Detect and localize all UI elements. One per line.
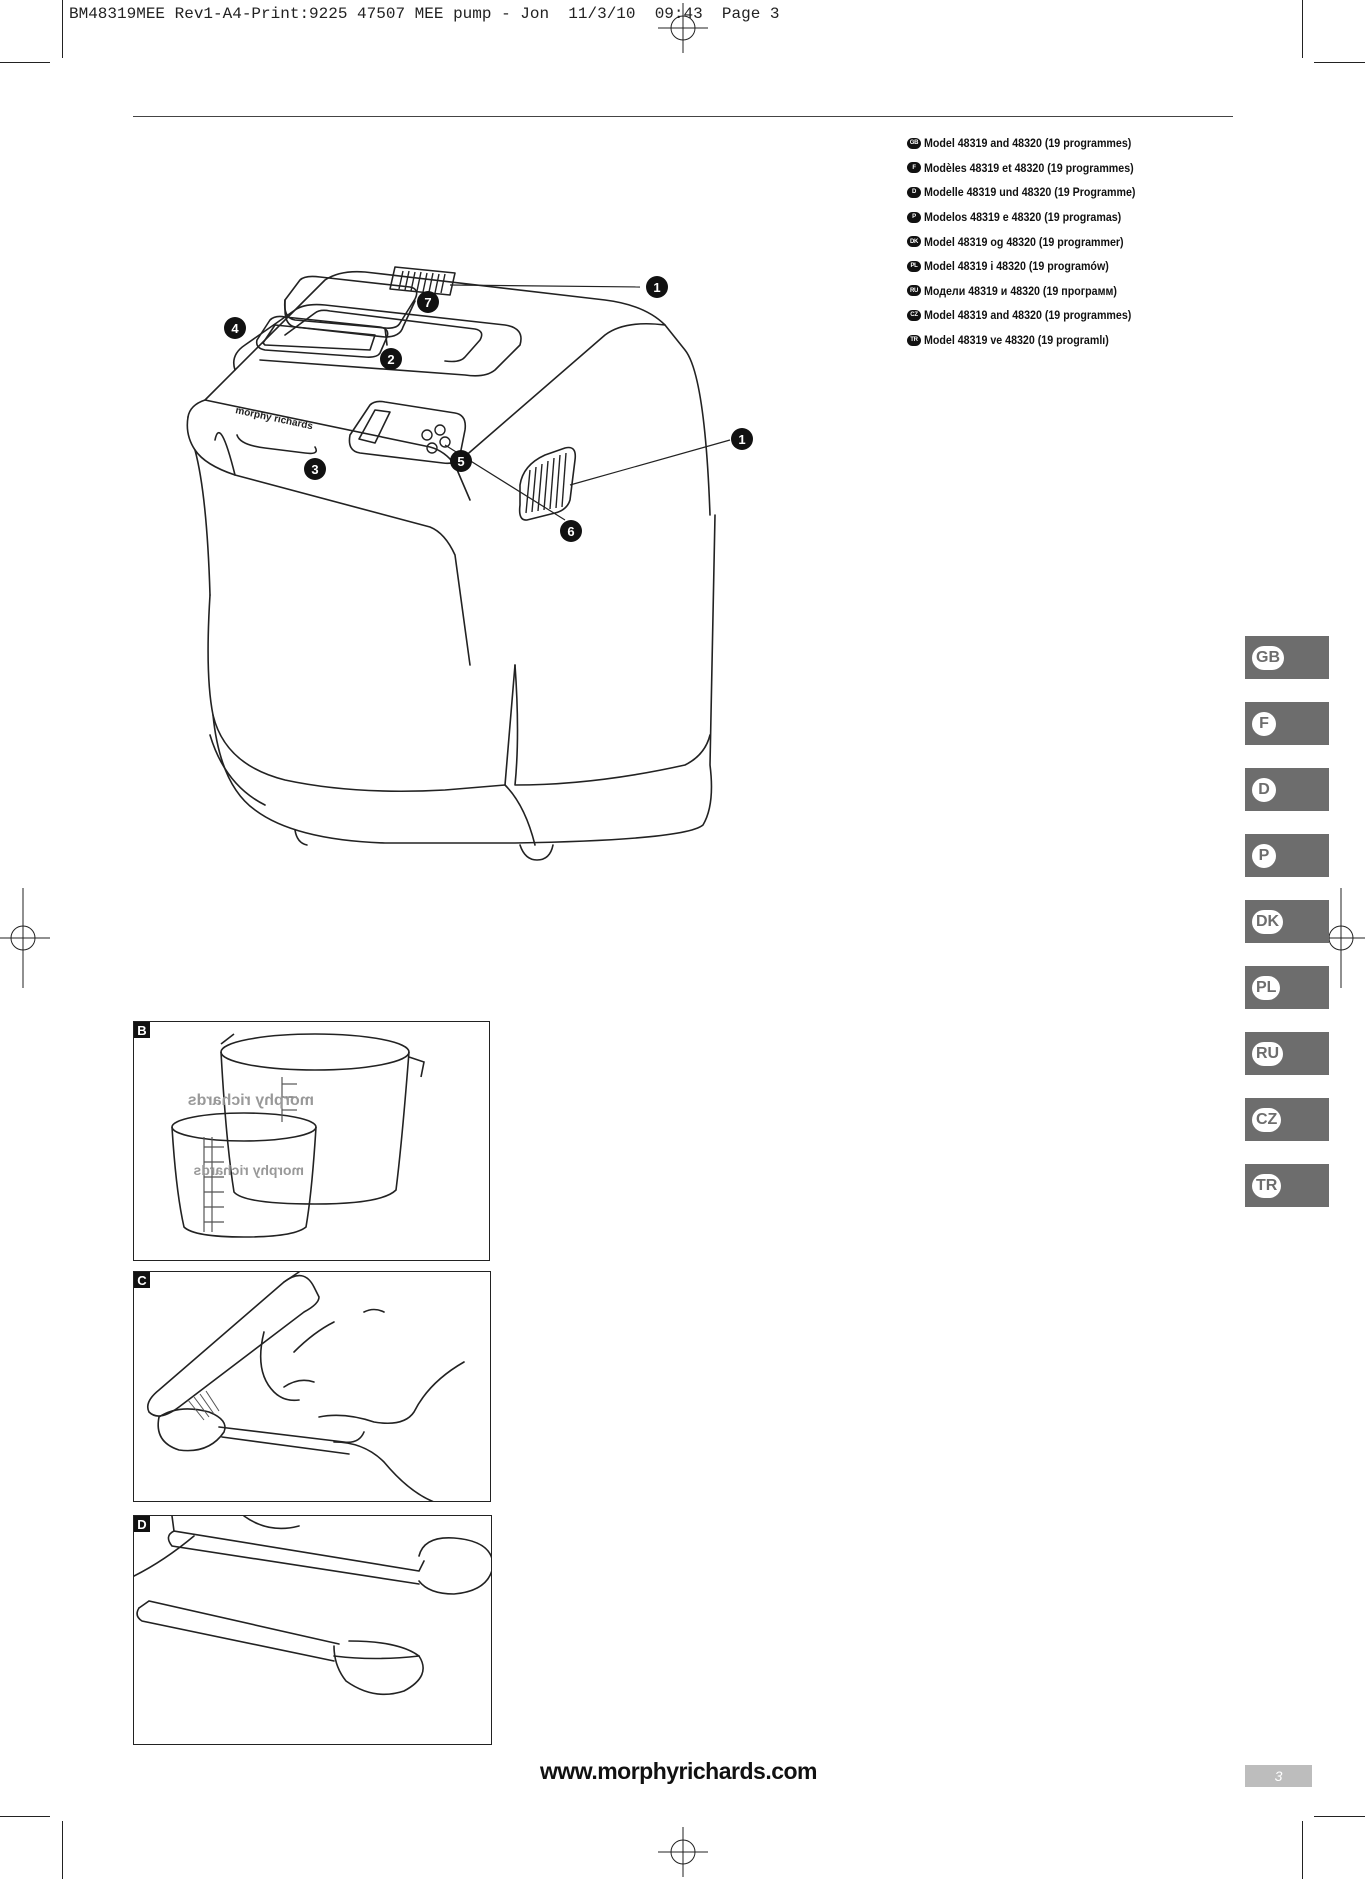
model-text: Model 48319 i 48320 (19 programów)	[924, 259, 1109, 274]
cup-brand-text: morphy richards	[188, 1092, 314, 1109]
cup-brand-text: morphy richards	[193, 1162, 304, 1178]
language-badge: F	[907, 162, 921, 174]
language-badge: D	[907, 186, 921, 198]
levelling-spoon-illustration	[146, 1272, 465, 1501]
callout-marker: 6	[560, 520, 582, 542]
callout-label: 5	[457, 454, 464, 469]
callout-marker: 4	[224, 317, 246, 339]
figure-c: C	[133, 1271, 491, 1502]
language-tab-tr[interactable]: TR	[1245, 1164, 1329, 1207]
callout-marker: 1	[731, 428, 753, 450]
crop-mark	[0, 62, 50, 63]
figure-letter: D	[134, 1516, 150, 1532]
registration-mark	[658, 3, 708, 53]
footer-url[interactable]: www.morphyrichards.com	[540, 1758, 818, 1784]
crop-mark	[62, 0, 63, 58]
language-badge: CZ	[907, 309, 921, 321]
language-tab-label: P	[1252, 843, 1276, 868]
language-tab-label: CZ	[1252, 1107, 1282, 1132]
page-number: 3	[1245, 1765, 1312, 1787]
language-tab-label: PL	[1252, 975, 1281, 1000]
top-rule	[133, 116, 1233, 117]
language-tab-label: D	[1252, 777, 1276, 802]
language-tab-d[interactable]: D	[1245, 768, 1329, 811]
model-row: PL Model 48319 i 48320 (19 programów)	[907, 254, 1247, 279]
language-tab-ru[interactable]: RU	[1245, 1032, 1329, 1075]
callout-marker: 3	[304, 458, 326, 480]
language-tab-cz[interactable]: CZ	[1245, 1098, 1329, 1141]
callout-label: 7	[424, 295, 431, 310]
language-tab-label: GB	[1252, 645, 1284, 670]
crop-mark	[62, 1821, 63, 1879]
figure-letter: C	[134, 1272, 150, 1288]
language-badge: PL	[907, 260, 921, 272]
breadmaker-illustration: morphy richards 1 7 4 2 1 5 3 6	[186, 266, 753, 861]
figure-d: D	[133, 1515, 492, 1745]
model-text: Model 48319 and 48320 (19 programmes)	[924, 308, 1132, 323]
registration-mark	[0, 888, 50, 988]
model-row: RU Модели 48319 и 48320 (19 программ)	[907, 279, 1247, 304]
measuring-spoons-illustration	[134, 1516, 491, 1696]
callout-label: 1	[653, 280, 660, 295]
model-text: Model 48319 ve 48320 (19 programlı)	[924, 333, 1109, 348]
model-text: Modèles 48319 et 48320 (19 programmes)	[924, 160, 1134, 175]
language-tab-dk[interactable]: DK	[1245, 900, 1329, 943]
language-tab-p[interactable]: P	[1245, 834, 1329, 877]
model-row: GB Model 48319 and 48320 (19 programmes)	[907, 131, 1247, 156]
model-row: P Modelos 48319 e 48320 (19 programas)	[907, 205, 1247, 230]
callout-label: 3	[311, 462, 318, 477]
callout-label: 6	[567, 524, 574, 539]
language-tab-pl[interactable]: PL	[1245, 966, 1329, 1009]
crop-mark	[1314, 62, 1365, 63]
model-text: Модели 48319 и 48320 (19 программ)	[924, 283, 1117, 298]
language-badge: GB	[907, 137, 921, 149]
language-tab-f[interactable]: F	[1245, 702, 1329, 745]
model-text: Model 48319 og 48320 (19 programmer)	[924, 234, 1124, 249]
model-row: TR Model 48319 ve 48320 (19 programlı)	[907, 328, 1247, 353]
crop-mark	[1302, 0, 1303, 58]
model-list: GB Model 48319 and 48320 (19 programmes)…	[907, 131, 1247, 352]
language-badge: TR	[907, 334, 921, 346]
callout-label: 2	[387, 352, 394, 367]
callout-marker: 1	[646, 276, 668, 298]
language-badge: DK	[907, 236, 921, 248]
callout-label: 1	[738, 432, 745, 447]
language-tab-label: DK	[1252, 909, 1284, 934]
model-text: Modelos 48319 e 48320 (19 programas)	[924, 210, 1122, 225]
crop-mark	[1314, 1816, 1365, 1817]
model-row: F Modèles 48319 et 48320 (19 programmes)	[907, 156, 1247, 181]
crop-mark	[0, 1816, 50, 1817]
language-tab-label: F	[1252, 711, 1276, 736]
crop-mark	[1302, 1821, 1303, 1879]
model-text: Model 48319 and 48320 (19 programmes)	[924, 136, 1132, 151]
language-tab-label: TR	[1252, 1173, 1282, 1198]
registration-mark	[658, 1827, 708, 1877]
callout-marker: 5	[450, 450, 472, 472]
callout-marker: 2	[380, 348, 402, 370]
figure-b: B morphy richards morphy richards	[133, 1021, 490, 1261]
measuring-cups-illustration: morphy richards morphy richards	[171, 1033, 425, 1238]
callout-marker: 7	[417, 291, 439, 313]
language-tab-gb[interactable]: GB	[1245, 636, 1329, 679]
model-text: Modelle 48319 und 48320 (19 Programme)	[924, 185, 1136, 200]
language-badge: RU	[907, 285, 921, 297]
brand-logo: morphy richards	[234, 405, 314, 432]
model-row: D Modelle 48319 und 48320 (19 Programme)	[907, 180, 1247, 205]
callout-label: 4	[231, 321, 239, 336]
language-badge: P	[907, 211, 921, 223]
figure-letter: B	[134, 1022, 150, 1038]
language-tab-label: RU	[1252, 1041, 1284, 1066]
model-row: CZ Model 48319 and 48320 (19 programmes)	[907, 303, 1247, 328]
model-row: DK Model 48319 og 48320 (19 programmer)	[907, 229, 1247, 254]
